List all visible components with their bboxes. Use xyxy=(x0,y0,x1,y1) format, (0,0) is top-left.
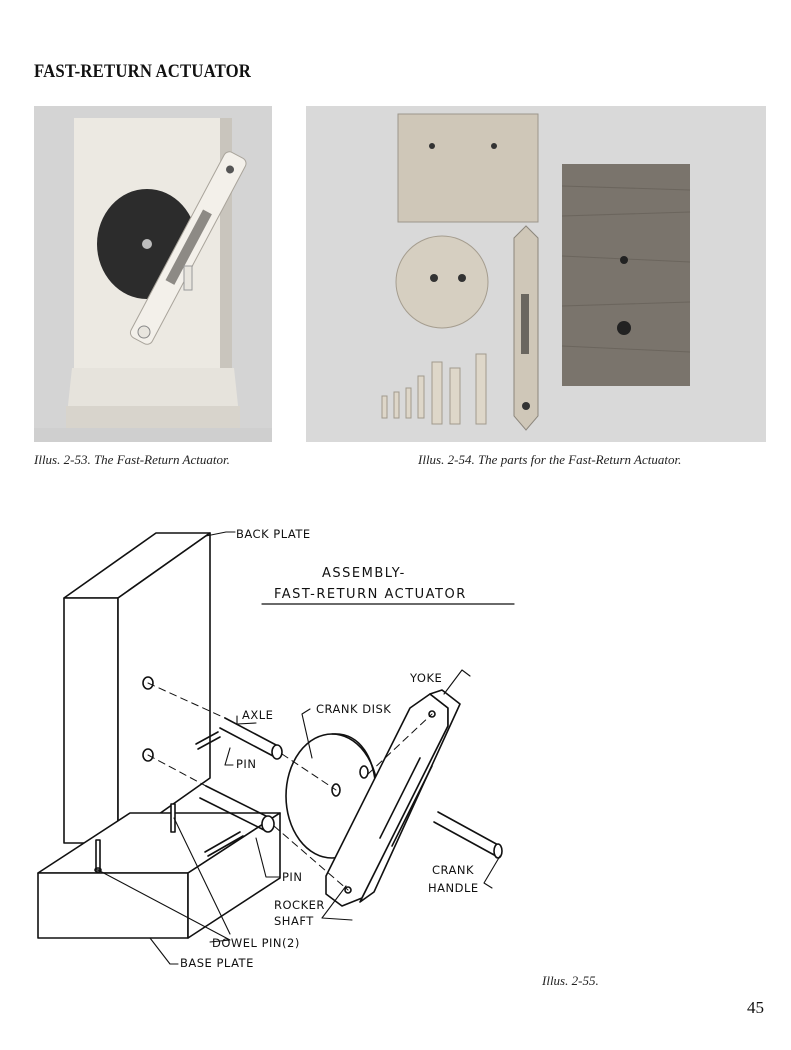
photo2-caption: Illus. 2-54. The parts for the Fast-Retu… xyxy=(418,452,682,467)
label-pin-upper: PIN xyxy=(236,757,257,771)
label-pin-lower: PIN xyxy=(282,870,303,884)
diagram-caption: Illus. 2-55. xyxy=(542,973,599,988)
label-dowel-pin: DOWEL PIN(2) xyxy=(212,936,300,950)
page-number: 45 xyxy=(747,998,764,1017)
page-title: FAST-RETURN ACTUATOR xyxy=(34,61,252,82)
assembly-diagram: BACK PLATE ASSEMBLY- FAST-RETURN ACTUATO… xyxy=(30,518,590,978)
label-shaft: SHAFT xyxy=(274,914,314,928)
label-base-plate: BASE PLATE xyxy=(180,956,254,970)
label-yoke: YOKE xyxy=(410,671,443,685)
label-axle: AXLE xyxy=(242,708,274,722)
crank-handle-drawing xyxy=(433,811,503,859)
photo-actuator-parts xyxy=(306,106,766,442)
rocker-shaft-drawing xyxy=(199,785,275,833)
label-back-plate: BACK PLATE xyxy=(236,527,311,541)
label-handle: HANDLE xyxy=(428,881,479,895)
yoke-drawing xyxy=(325,689,461,907)
photo1-caption: Illus. 2-53. The Fast-Return Actuator. xyxy=(34,452,230,467)
assembly-title-line2: FAST-RETURN ACTUATOR xyxy=(274,587,467,602)
axle-drawing xyxy=(219,717,283,760)
photo-assembled-actuator xyxy=(34,106,272,442)
label-rocker: ROCKER xyxy=(274,898,325,912)
assembly-title-line1: ASSEMBLY- xyxy=(322,566,406,581)
assembly-drawing xyxy=(37,531,515,965)
label-crank-disk: CRANK DISK xyxy=(316,702,392,716)
label-crank: CRANK xyxy=(432,863,475,877)
